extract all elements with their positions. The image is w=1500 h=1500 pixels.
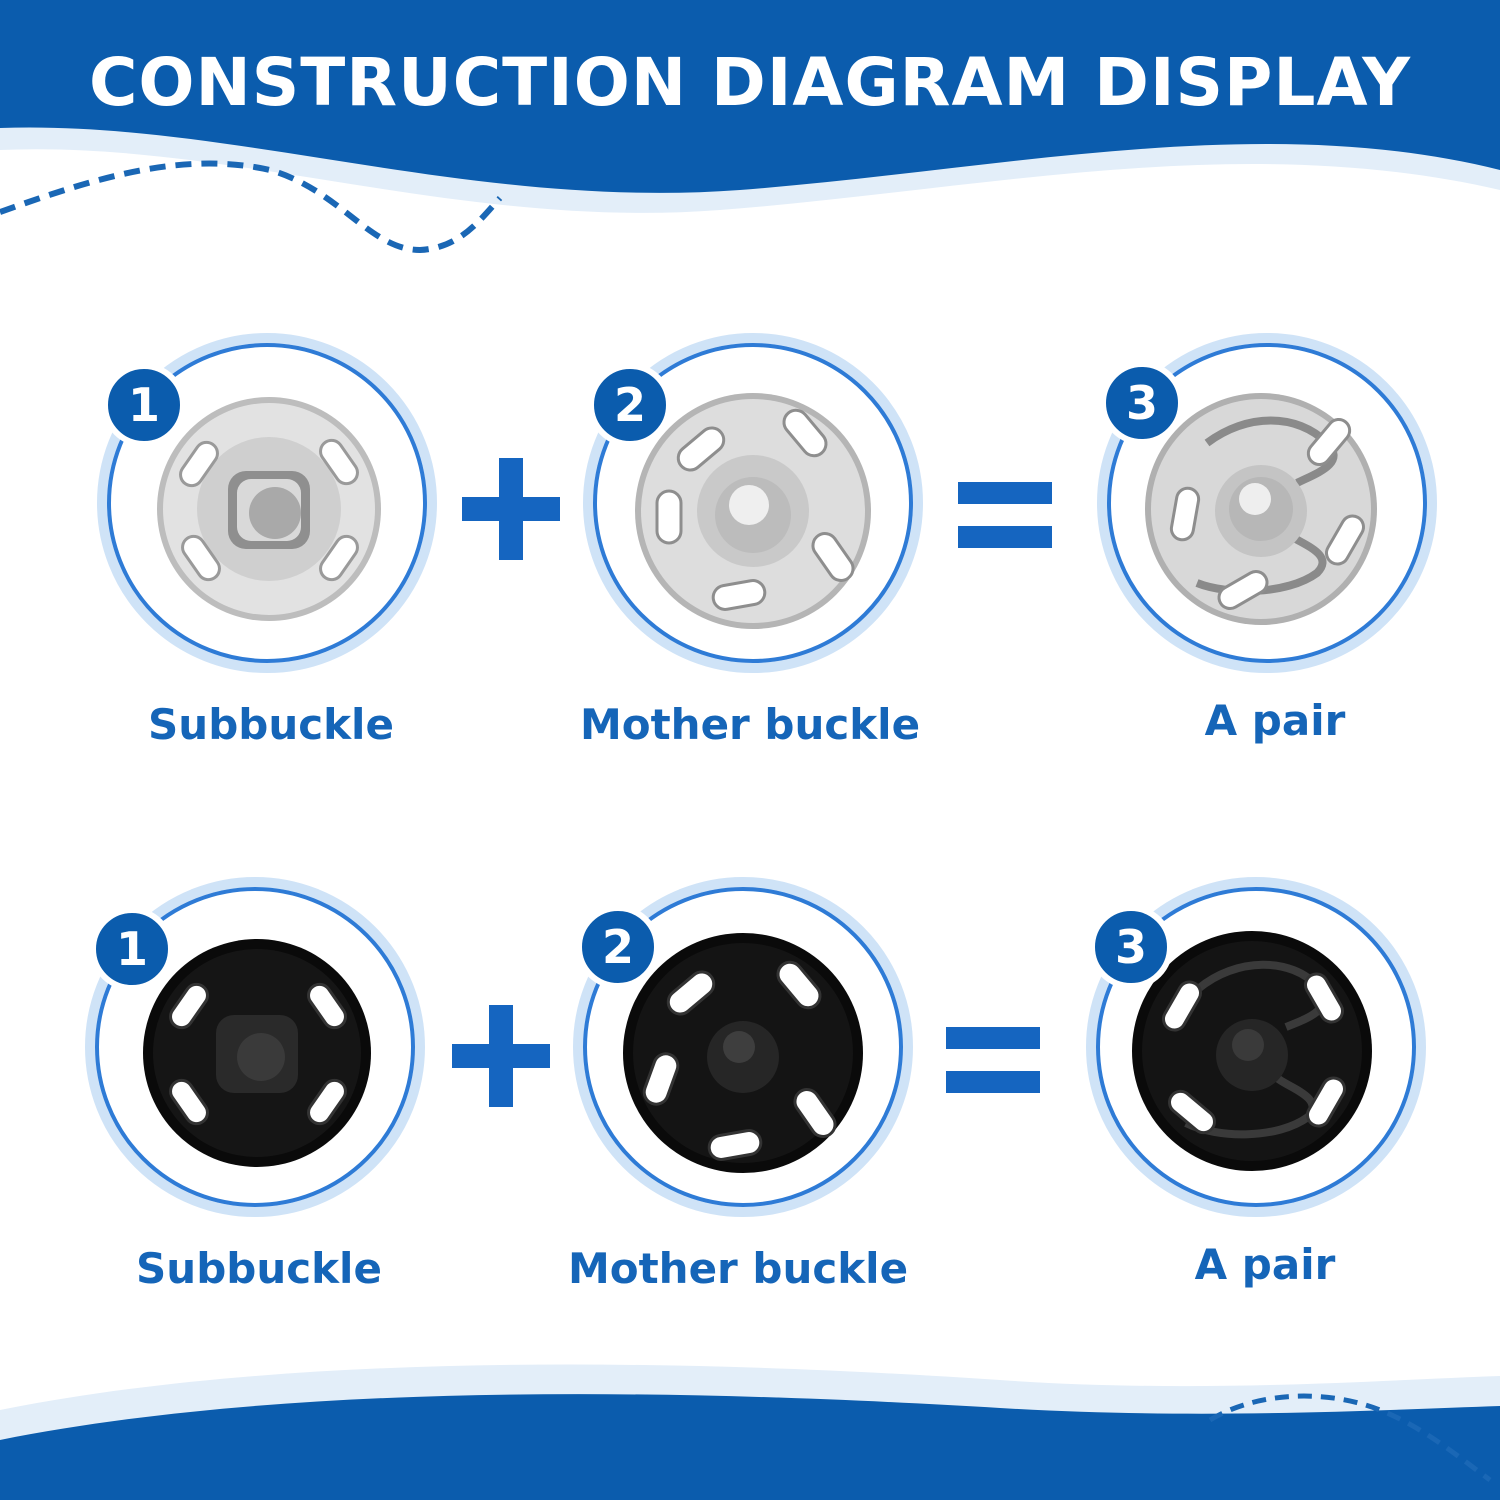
step-label: Mother buckle — [567, 1244, 909, 1293]
mother-buckle-snap-icon — [635, 393, 871, 629]
step-number-badge: 3 — [1089, 905, 1173, 989]
step-label: A pair — [1204, 696, 1346, 745]
step-mother-buckle-silver: 2 — [583, 333, 923, 677]
step-mother-buckle-black: 2 — [573, 877, 913, 1221]
step-number-badge: 1 — [90, 907, 174, 991]
step-label: Mother buckle — [579, 700, 921, 749]
step-pair-silver: 3 — [1097, 333, 1437, 677]
mother-buckle-snap-icon — [623, 933, 863, 1173]
step-label: A pair — [1194, 1240, 1336, 1289]
equals-icon — [946, 1027, 1040, 1049]
page-title: CONSTRUCTION DIAGRAM DISPLAY — [88, 44, 1412, 121]
step-subbuckle-silver: 1 — [97, 333, 437, 677]
step-label: Subbuckle — [148, 700, 394, 749]
step-subbuckle-black: 1 — [85, 877, 425, 1221]
equals-icon — [958, 482, 1052, 504]
step-number-badge: 2 — [588, 363, 672, 447]
snap-pair-icon — [1145, 393, 1377, 625]
header-wave-shape — [0, 0, 1500, 254]
plus-icon — [462, 497, 560, 521]
header-banner: CONSTRUCTION DIAGRAM DISPLAY — [0, 0, 1500, 270]
footer-wave-shape — [0, 1364, 1500, 1500]
footer-banner — [0, 1350, 1500, 1500]
step-pair-black: 3 — [1086, 877, 1426, 1221]
equals-icon-bar — [958, 526, 1052, 548]
plus-icon — [452, 1044, 550, 1068]
equals-icon-bar — [946, 1071, 1040, 1093]
subbuckle-snap-icon — [143, 939, 371, 1167]
snap-pair-icon — [1132, 931, 1372, 1171]
step-number-badge: 1 — [102, 363, 186, 447]
step-label: Subbuckle — [136, 1244, 382, 1293]
step-number-badge: 3 — [1100, 361, 1184, 445]
step-number-badge: 2 — [576, 905, 660, 989]
subbuckle-snap-icon — [157, 397, 381, 621]
